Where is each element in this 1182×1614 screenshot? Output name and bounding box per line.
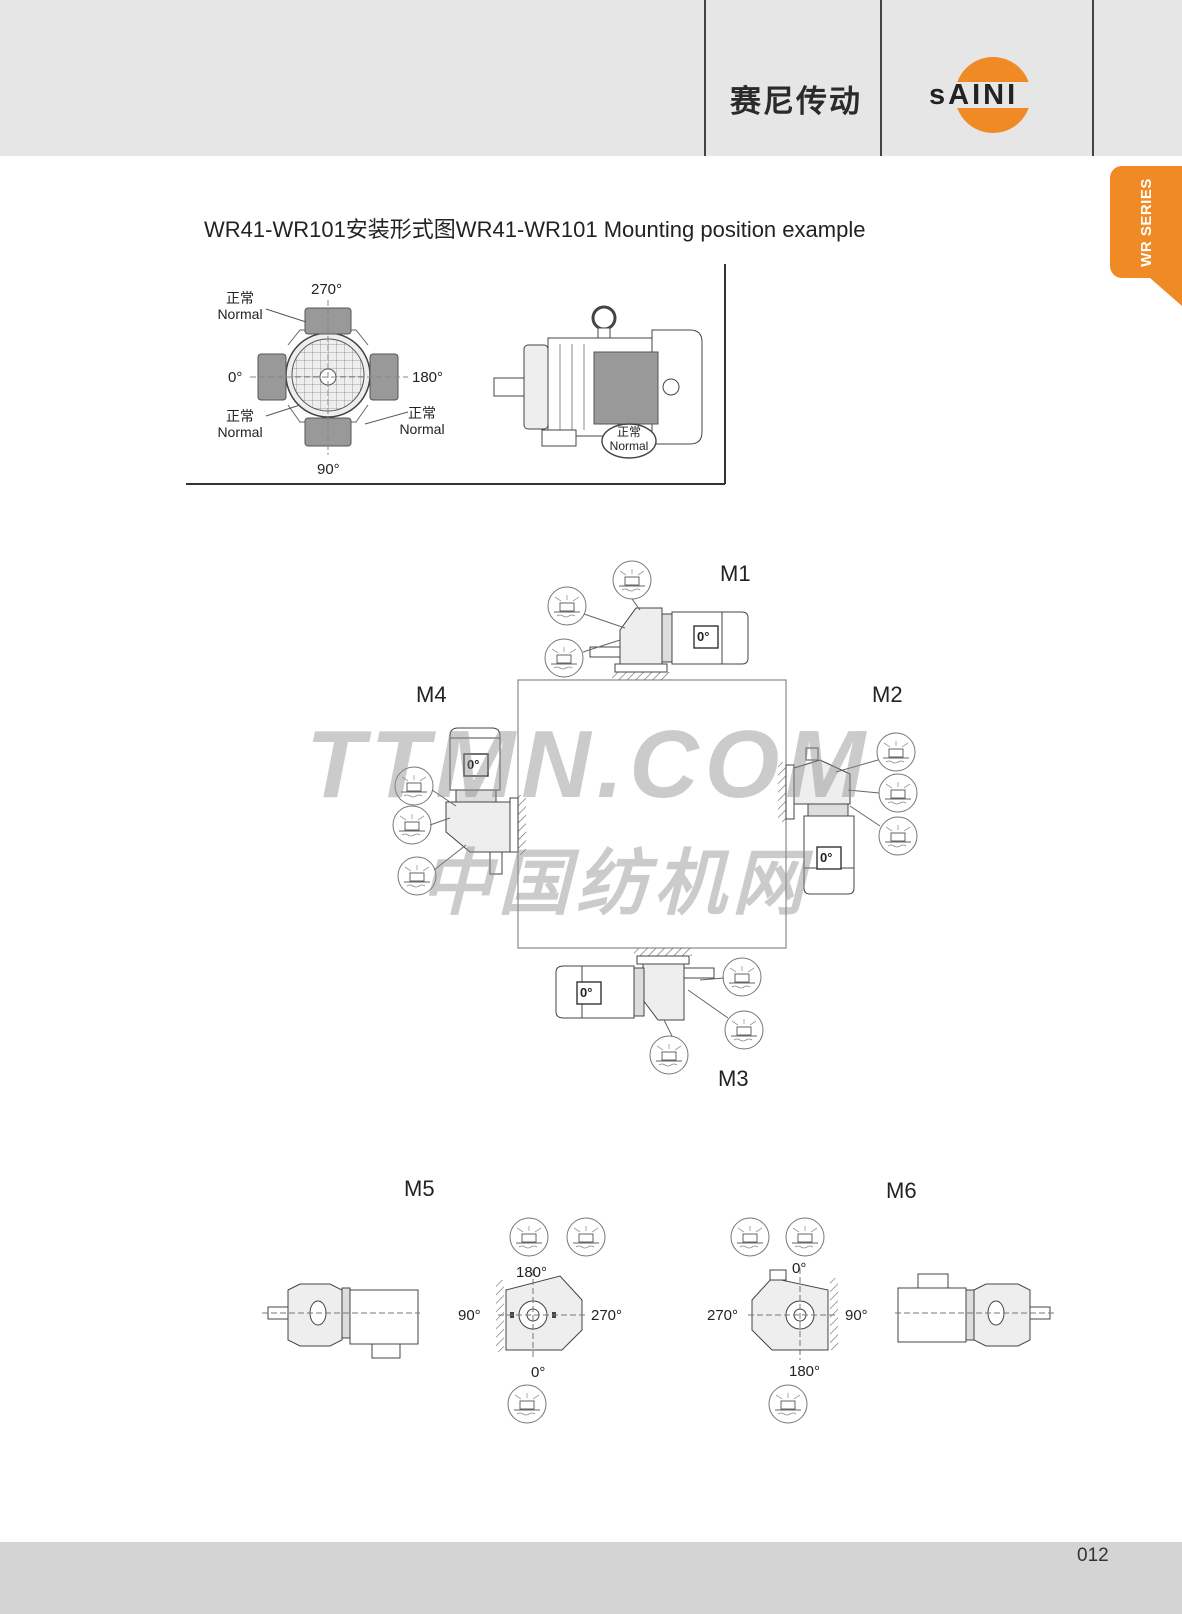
watermark-text-cn: 中国纺机网 [420, 844, 811, 924]
series-tab: WR SERIES [1110, 166, 1182, 278]
angle-90-label: 90° [317, 461, 340, 478]
m3-badge: 0° [580, 985, 593, 1000]
position-m6-label: M6 [886, 1178, 917, 1203]
gear-motor-m1 [544, 560, 749, 680]
motor-side-view [493, 305, 703, 459]
brand-logo: sAINI [927, 57, 1051, 133]
angle-270-label: 270° [311, 281, 343, 298]
m5-angle-left: 90° [458, 1307, 481, 1324]
m6-angle-left: 270° [707, 1307, 739, 1324]
position-m2-label: M2 [872, 682, 903, 707]
motor-front-view [250, 300, 409, 455]
gear-motor-m5-front [496, 1217, 606, 1424]
m6-angle-right: 90° [845, 1307, 868, 1324]
position-m4-label: M4 [416, 682, 447, 707]
gear-motor-m6-side [895, 1273, 1055, 1347]
orientation-frame [186, 264, 726, 485]
logo-wordmark: sAINI [929, 79, 1018, 111]
m2-badge: 0° [820, 850, 833, 865]
terminal-box [593, 351, 659, 425]
position-m1-label: M1 [720, 561, 751, 586]
m6-angle-top: 0° [792, 1260, 807, 1277]
header-divider [704, 0, 706, 156]
header-divider [1092, 0, 1094, 156]
m4-badge: 0° [467, 757, 480, 772]
position-m3-label: M3 [718, 1066, 749, 1091]
brand-name-cn: 赛尼传动 [730, 84, 862, 119]
header-divider [880, 0, 882, 156]
watermark-text: TTMN.COM [306, 711, 872, 818]
m5-angle-bottom: 0° [531, 1364, 546, 1381]
m5-angle-right: 270° [591, 1307, 623, 1324]
angle-0-label: 0° [228, 369, 243, 386]
m6-angle-bottom: 180° [789, 1363, 821, 1380]
gear-motor-m3 [555, 948, 764, 1075]
gear-motor-m6-front [730, 1217, 838, 1424]
gear-motor-m5-side [262, 1283, 420, 1359]
m1-badge: 0° [697, 629, 710, 644]
angle-180-label: 180° [412, 369, 444, 386]
page-footer [0, 1542, 1182, 1614]
m5-angle-top: 180° [516, 1264, 548, 1281]
page-title: WR41-WR101安装形式图WR41-WR101 Mounting posit… [204, 217, 866, 242]
page-number: 012 [1077, 1545, 1109, 1566]
terminal-box-180 [369, 353, 399, 401]
gear-motor-m2 [778, 732, 918, 895]
gear-motor-m4 [392, 727, 526, 896]
position-m5-label: M5 [404, 1176, 435, 1201]
normal-callout [601, 423, 657, 459]
